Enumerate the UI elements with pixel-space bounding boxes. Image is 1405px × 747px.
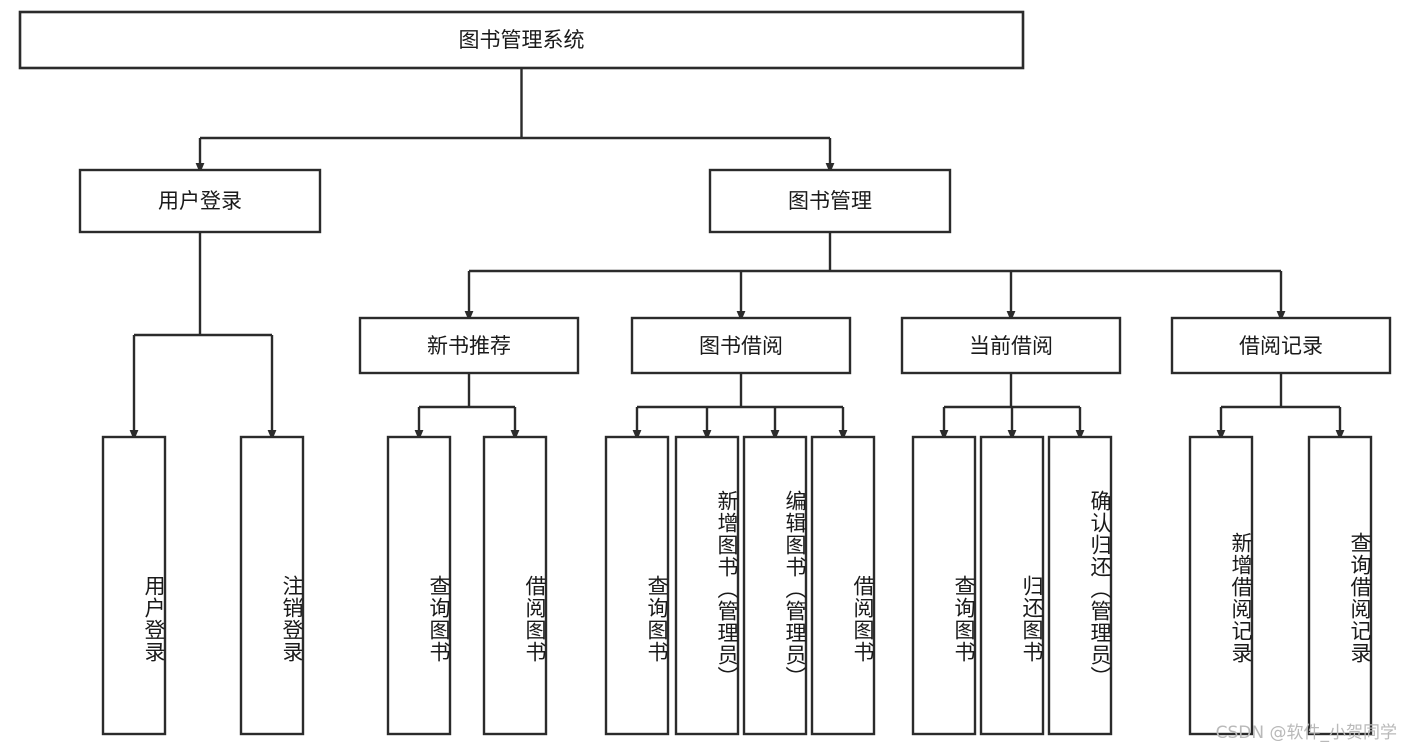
node-user-login[interactable]: 用户登录 [78,168,322,234]
node-book-borrow-label: 图书借阅 [699,334,783,358]
node-new-book-recommend-box[interactable] [358,316,580,375]
leaf-boxes-group [101,435,1373,736]
leaf-box-query-book-current[interactable] [911,435,977,736]
leaf-box-borrow-book[interactable] [810,435,876,736]
node-root-label: 图书管理系统 [459,28,585,52]
leaf-box-add-book-admin[interactable] [674,435,740,736]
csdn-watermark: CSDN @软件_小贺同学 [1215,723,1397,743]
connectors-group [129,68,1345,441]
leaf-box-logout[interactable] [239,435,305,736]
node-new-book-recommend[interactable]: 新书推荐 [358,316,580,375]
node-borrow-record-label: 借阅记录 [1239,334,1323,358]
leaf-box-return-book[interactable] [979,435,1045,736]
leaf-box-query-book-newbook[interactable] [386,435,452,736]
node-user-login-box[interactable] [78,168,322,234]
leaf-box-borrow-book-newbook[interactable] [482,435,548,736]
node-new-book-recommend-label: 新书推荐 [427,334,511,358]
node-root-box[interactable] [18,10,1025,70]
node-borrow-record-box[interactable] [1170,316,1392,375]
leaf-box-query-borrow-record[interactable] [1307,435,1373,736]
node-current-borrow-label: 当前借阅 [969,334,1053,358]
leaf-box-add-borrow-record[interactable] [1188,435,1254,736]
node-book-manage[interactable]: 图书管理 [708,168,952,234]
node-current-borrow-box[interactable] [900,316,1122,375]
leaf-box-confirm-return-admin[interactable] [1047,435,1113,736]
node-root[interactable]: 图书管理系统 [18,10,1025,70]
node-book-borrow-box[interactable] [630,316,852,375]
node-book-manage-box[interactable] [708,168,952,234]
node-book-borrow[interactable]: 图书借阅 [630,316,852,375]
node-borrow-record[interactable]: 借阅记录 [1170,316,1392,375]
leaf-box-edit-book-admin[interactable] [742,435,808,736]
node-user-login-label: 用户登录 [158,189,242,213]
node-book-manage-label: 图书管理 [788,189,872,213]
leaf-box-user-login[interactable] [101,435,167,736]
leaf-box-query-book-borrow[interactable] [604,435,670,736]
node-current-borrow[interactable]: 当前借阅 [900,316,1122,375]
